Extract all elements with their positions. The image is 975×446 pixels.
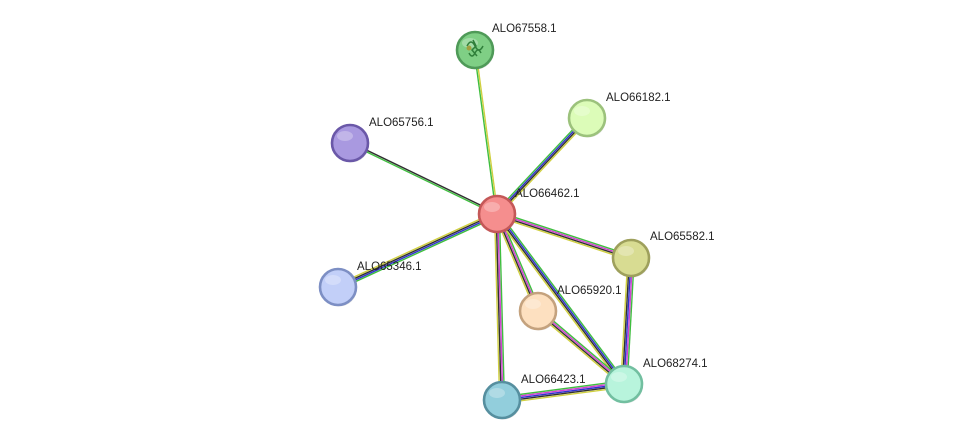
node-label-alo66423-1: ALO66423.1	[521, 374, 586, 386]
edge-evidence-line	[496, 215, 631, 261]
edge-evidence-line	[350, 141, 498, 214]
edge-alo66462-1-alo65346-1[interactable]	[336, 211, 499, 290]
edge-evidence-line	[495, 214, 502, 401]
node-alo65346-1[interactable]	[318, 267, 358, 307]
edge-evidence-line	[620, 257, 629, 384]
edge-evidence-line	[497, 213, 626, 384]
edge-evidence-line	[497, 212, 632, 258]
node-highlight	[337, 131, 353, 141]
edge-evidence-line	[626, 258, 635, 385]
node-alo65756-1[interactable]	[330, 123, 370, 163]
edge-evidence-line	[338, 215, 499, 290]
edge-evidence-line	[496, 214, 631, 260]
node-highlight	[484, 202, 500, 212]
edge-evidence-line	[494, 115, 586, 213]
edge-evidence-line	[475, 49, 499, 214]
node-circle[interactable]	[482, 380, 522, 420]
edge-evidence-line	[498, 119, 590, 217]
edge-evidence-line	[338, 214, 498, 289]
node-alo66462-1[interactable]	[477, 194, 517, 234]
edge-alo66462-1-alo66423-1[interactable]	[493, 213, 506, 401]
edge-evidence-line	[495, 214, 624, 385]
node-highlight	[325, 275, 341, 285]
edge-alo66462-1-alo65582-1[interactable]	[496, 211, 632, 261]
edge-alo66462-1-alo65756-1[interactable]	[349, 141, 498, 216]
node-circle[interactable]	[611, 238, 651, 278]
node-alo67558-1[interactable]	[455, 30, 495, 70]
edge-alo66462-1-alo66182-1[interactable]	[494, 115, 590, 217]
node-alo68274-1[interactable]	[604, 364, 644, 404]
node-circle[interactable]	[330, 123, 370, 163]
edge-evidence-line	[349, 143, 497, 216]
node-label-alo66182-1: ALO66182.1	[606, 92, 671, 104]
node-alo65920-1[interactable]	[518, 291, 558, 331]
node-highlight	[574, 106, 590, 116]
node-alo66423-1[interactable]	[482, 380, 522, 420]
node-alo66182-1[interactable]	[567, 98, 607, 138]
node-highlight	[611, 372, 627, 382]
network-labels: ALO66462.1 ALO67558.1ALO66182.1ALO65756.1…	[357, 23, 715, 386]
edge-evidence-line	[497, 213, 504, 400]
node-alo65582-1[interactable]	[611, 238, 651, 278]
network-edges	[336, 49, 635, 404]
node-highlight	[618, 246, 634, 256]
node-label-alo67558-1: ALO67558.1	[492, 23, 557, 35]
edge-evidence-line	[623, 257, 632, 385]
node-label-alo65346-1: ALO65346.1	[357, 261, 422, 273]
edge-evidence-line	[493, 214, 501, 401]
edge-alo66462-1-alo68274-1[interactable]	[494, 212, 627, 386]
edge-evidence-line	[502, 386, 625, 404]
node-circle[interactable]	[477, 194, 517, 234]
edge-evidence-line	[501, 381, 624, 400]
protein-structure-icon	[466, 39, 484, 57]
edge-alo65582-1-alo68274-1[interactable]	[620, 257, 635, 385]
node-circle[interactable]	[604, 364, 644, 404]
node-label-alo66462-1: ALO66462.1	[515, 188, 580, 200]
edge-evidence-line	[624, 258, 634, 385]
node-circle[interactable]	[318, 267, 358, 307]
node-highlight	[525, 299, 541, 309]
edge-evidence-line	[497, 118, 589, 216]
edge-evidence-line	[621, 257, 631, 384]
node-circle[interactable]	[455, 30, 495, 70]
edge-evidence-line	[501, 383, 625, 401]
edge-evidence-line	[494, 215, 623, 386]
node-label-alo65920-1: ALO65920.1	[557, 285, 622, 297]
edge-alo66462-1-alo67558-1[interactable]	[473, 49, 499, 215]
node-circle[interactable]	[567, 98, 607, 138]
edge-alo66423-1-alo68274-1[interactable]	[501, 380, 625, 404]
edge-evidence-line	[498, 213, 506, 400]
network-nodes	[318, 30, 651, 420]
edge-evidence-line	[502, 384, 625, 403]
node-label-alo65756-1: ALO65756.1	[369, 117, 434, 129]
edge-evidence-line	[336, 211, 497, 286]
node-highlight	[489, 388, 505, 398]
node-circle[interactable]	[518, 291, 558, 331]
edge-evidence-line	[498, 212, 627, 383]
node-label-alo68274-1: ALO68274.1	[643, 358, 708, 370]
edge-evidence-line	[497, 211, 632, 257]
node-label-alo65582-1: ALO65582.1	[650, 231, 715, 243]
edge-evidence-line	[337, 212, 497, 287]
edge-evidence-line	[495, 116, 587, 214]
edge-evidence-line	[501, 380, 624, 398]
edge-evidence-line	[473, 50, 497, 215]
